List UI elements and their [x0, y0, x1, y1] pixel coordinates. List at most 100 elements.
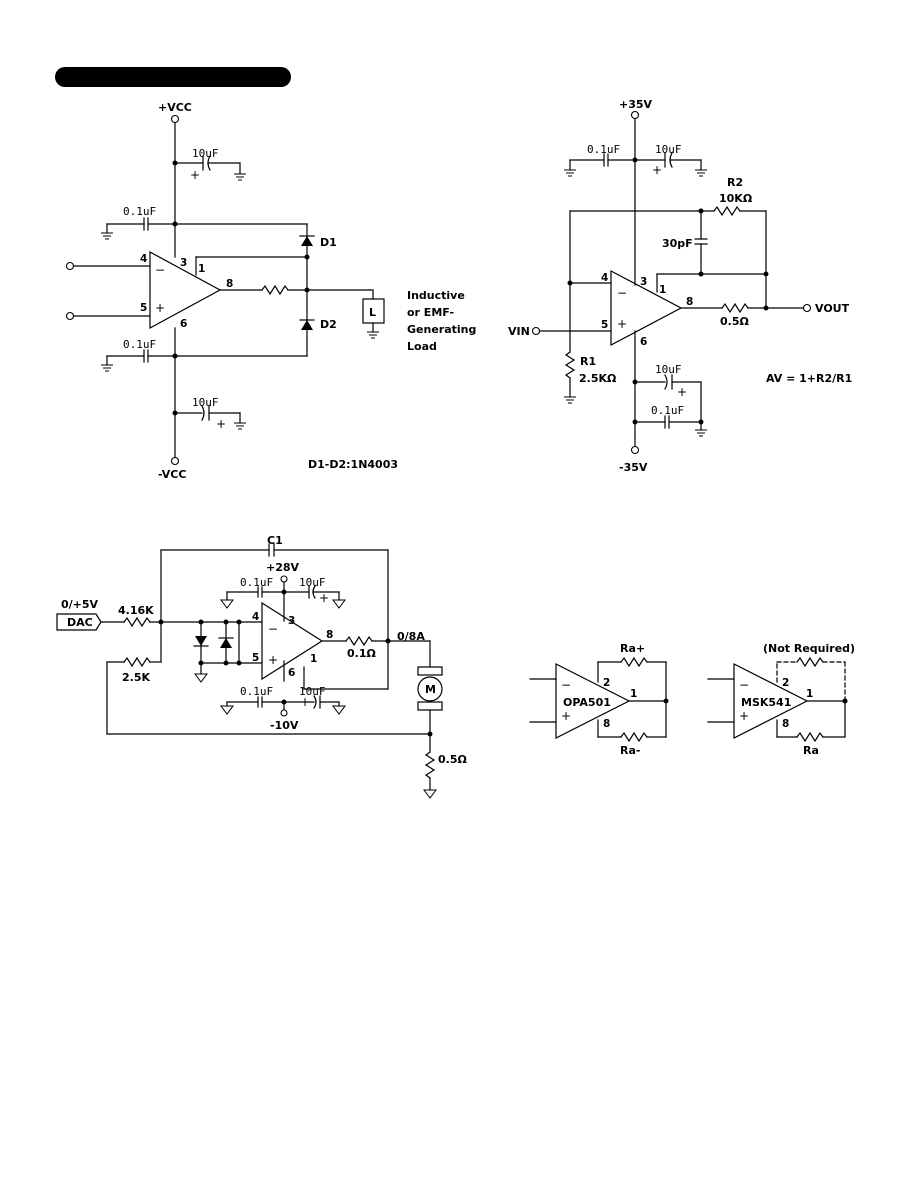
fig5-resistor-ra: [796, 731, 824, 743]
fig4-opamp: [555, 663, 631, 739]
fig2-supply-pos-terminal: [630, 110, 640, 120]
fig1-cap-10uf-bot-label: 10uF: [192, 396, 219, 409]
fig3-pin-1: 1: [310, 653, 317, 665]
fig3-pin-6: 6: [288, 667, 295, 679]
fig1-cap-10uf-bot: [201, 405, 205, 421]
fig3-cap-10uf-bot-label: 10uF: [299, 685, 326, 698]
fig3-cap-01uf-top-label: 0.1uF: [240, 576, 273, 589]
fig3-supply-pos-label: +28V: [266, 561, 300, 574]
fig3-diode-clamp-1: [195, 636, 207, 646]
fig1-diode-d2: [301, 320, 313, 330]
fig2-r2-name: R2: [727, 176, 743, 189]
fig3-pin-4: 4: [252, 611, 259, 623]
fig2-resistor-r1: [564, 351, 576, 379]
fig3-dac-label: DAC: [67, 616, 93, 629]
fig2-vin-terminal[interactable]: [531, 326, 541, 336]
fig2-vout-terminal[interactable]: [802, 303, 812, 313]
fig1-diode-d1-label: D1: [320, 236, 337, 249]
fig3-cap-bot-polarity: +: [300, 695, 310, 709]
fig2-supply-pos-label: +35V: [619, 98, 653, 111]
fig2-r1-name: R1: [580, 355, 596, 368]
fig5-ra-label: Ra: [803, 744, 819, 757]
fig3-input-range-label: 0/+5V: [61, 598, 99, 611]
fig5-pin-1: 1: [806, 688, 813, 700]
fig3-current-label: 0/8A: [397, 630, 425, 643]
fig4-pin-2: 2: [603, 677, 610, 689]
fig3-cap-01uf-bot-label: 0.1uF: [240, 685, 273, 698]
fig5-pin-2: 2: [782, 677, 789, 689]
fig2-pin-6: 6: [640, 336, 647, 348]
fig5-opamp: [733, 663, 809, 739]
fig3-cap-top-polarity: +: [319, 591, 329, 605]
fig3-pin-8: 8: [326, 629, 333, 641]
fig1-cap-top-polarity: +: [190, 168, 200, 182]
fig2-rs-value: 0.5Ω: [720, 315, 749, 328]
fig2-vin-label: VIN: [508, 325, 530, 338]
fig1-load-text-1: Inductive: [407, 289, 465, 302]
section-header-bar: [55, 67, 291, 87]
fig2-cap-10uf-bot-label: 10uF: [655, 363, 682, 376]
fig1-opamp-minus: −: [155, 263, 165, 277]
fig3-opamp-minus: −: [268, 622, 278, 636]
fig3-cap-10uf-bot: [313, 695, 317, 709]
fig1-vcc-neg-terminal: [170, 456, 180, 466]
fig3-supply-neg-terminal: [280, 709, 288, 717]
fig2-vout-label: VOUT: [815, 302, 850, 315]
fig4-pin-1: 1: [630, 688, 637, 700]
fig1-pin-6: 6: [180, 318, 187, 330]
fig5-pin-8: 8: [782, 718, 789, 730]
fig2-r1-value: 2.5KΩ: [579, 372, 617, 385]
fig5-part-label: MSK541: [741, 696, 791, 709]
fig2-resistor-r2: [713, 205, 741, 217]
fig2-r2-value: 10KΩ: [719, 192, 753, 205]
fig1-diode-d1: [301, 236, 313, 246]
fig3-supply-pos-terminal: [280, 575, 288, 583]
fig4-ra-plus-label: Ra+: [620, 642, 645, 655]
fig2-resistor-rs: [721, 302, 749, 314]
figure-3-motor-drive: C1 +28V 0.1uF 10uF + 0/+5V DAC 4.16K: [56, 534, 467, 799]
figure-5-msk541-current-limit: (Not Required) − + MSK541 2 8 1 Ra: [707, 642, 855, 757]
fig2-pin-5: 5: [601, 319, 608, 331]
fig3-pin-3: 3: [288, 615, 295, 627]
fig3-diode-clamp-2: [220, 638, 232, 648]
fig4-ra-minus-label: Ra-: [620, 744, 640, 757]
fig1-pin-8: 8: [226, 278, 233, 290]
fig3-rfb-label: 2.5K: [122, 671, 150, 684]
fig1-output-resistor: [261, 284, 289, 296]
fig3-motor: [417, 676, 443, 702]
fig2-opamp-minus: −: [617, 286, 627, 300]
fig2-supply-neg-terminal: [630, 445, 640, 455]
fig4-part-label: OPA501: [563, 696, 611, 709]
fig1-vcc-pos-terminal: [170, 114, 180, 124]
fig4-opamp-plus: +: [561, 709, 571, 723]
fig3-resistor-rfb: [123, 656, 151, 668]
fig2-opamp: [610, 270, 683, 346]
fig5-opamp-minus: −: [739, 678, 749, 692]
figure-2-noninverting: +35V 0.1uF 10uF + R2 10KΩ 30pF: [508, 98, 852, 474]
fig1-diode-note: D1-D2:1N4003: [308, 458, 398, 471]
fig2-cap-01uf-top-label: 0.1uF: [587, 143, 620, 156]
fig3-supply-neg-label: -10V: [270, 719, 299, 732]
fig3-cap-10uf-top-label: 10uF: [299, 576, 326, 589]
fig2-pin-1: 1: [659, 284, 666, 296]
fig2-cap-bot-polarity: +: [677, 385, 687, 399]
fig2-cap-10uf-bot: [664, 374, 668, 390]
fig3-resistor-rs: [345, 635, 373, 647]
fig1-load-text-2: or EMF-: [407, 306, 454, 319]
fig3-c1-label: C1: [267, 534, 283, 547]
fig2-pin-3: 3: [640, 276, 647, 288]
fig3-opamp: [261, 601, 324, 681]
fig2-pin-4: 4: [601, 272, 608, 284]
fig3-resistor-rin: [123, 616, 151, 628]
fig2-cap-10uf-top-label: 10uF: [655, 143, 682, 156]
fig4-pin-8: 8: [603, 718, 610, 730]
fig2-cap-01uf-bot-label: 0.1uF: [651, 404, 684, 417]
fig3-opamp-plus: +: [268, 653, 278, 667]
fig3-rin-label: 4.16K: [118, 604, 154, 617]
fig5-opamp-plus: +: [739, 709, 749, 723]
fig3-rsense-label: 0.5Ω: [438, 753, 467, 766]
fig2-cap-top-polarity: +: [652, 163, 662, 177]
fig5-not-required-note: (Not Required): [763, 642, 855, 655]
fig1-diode-d2-label: D2: [320, 318, 337, 331]
